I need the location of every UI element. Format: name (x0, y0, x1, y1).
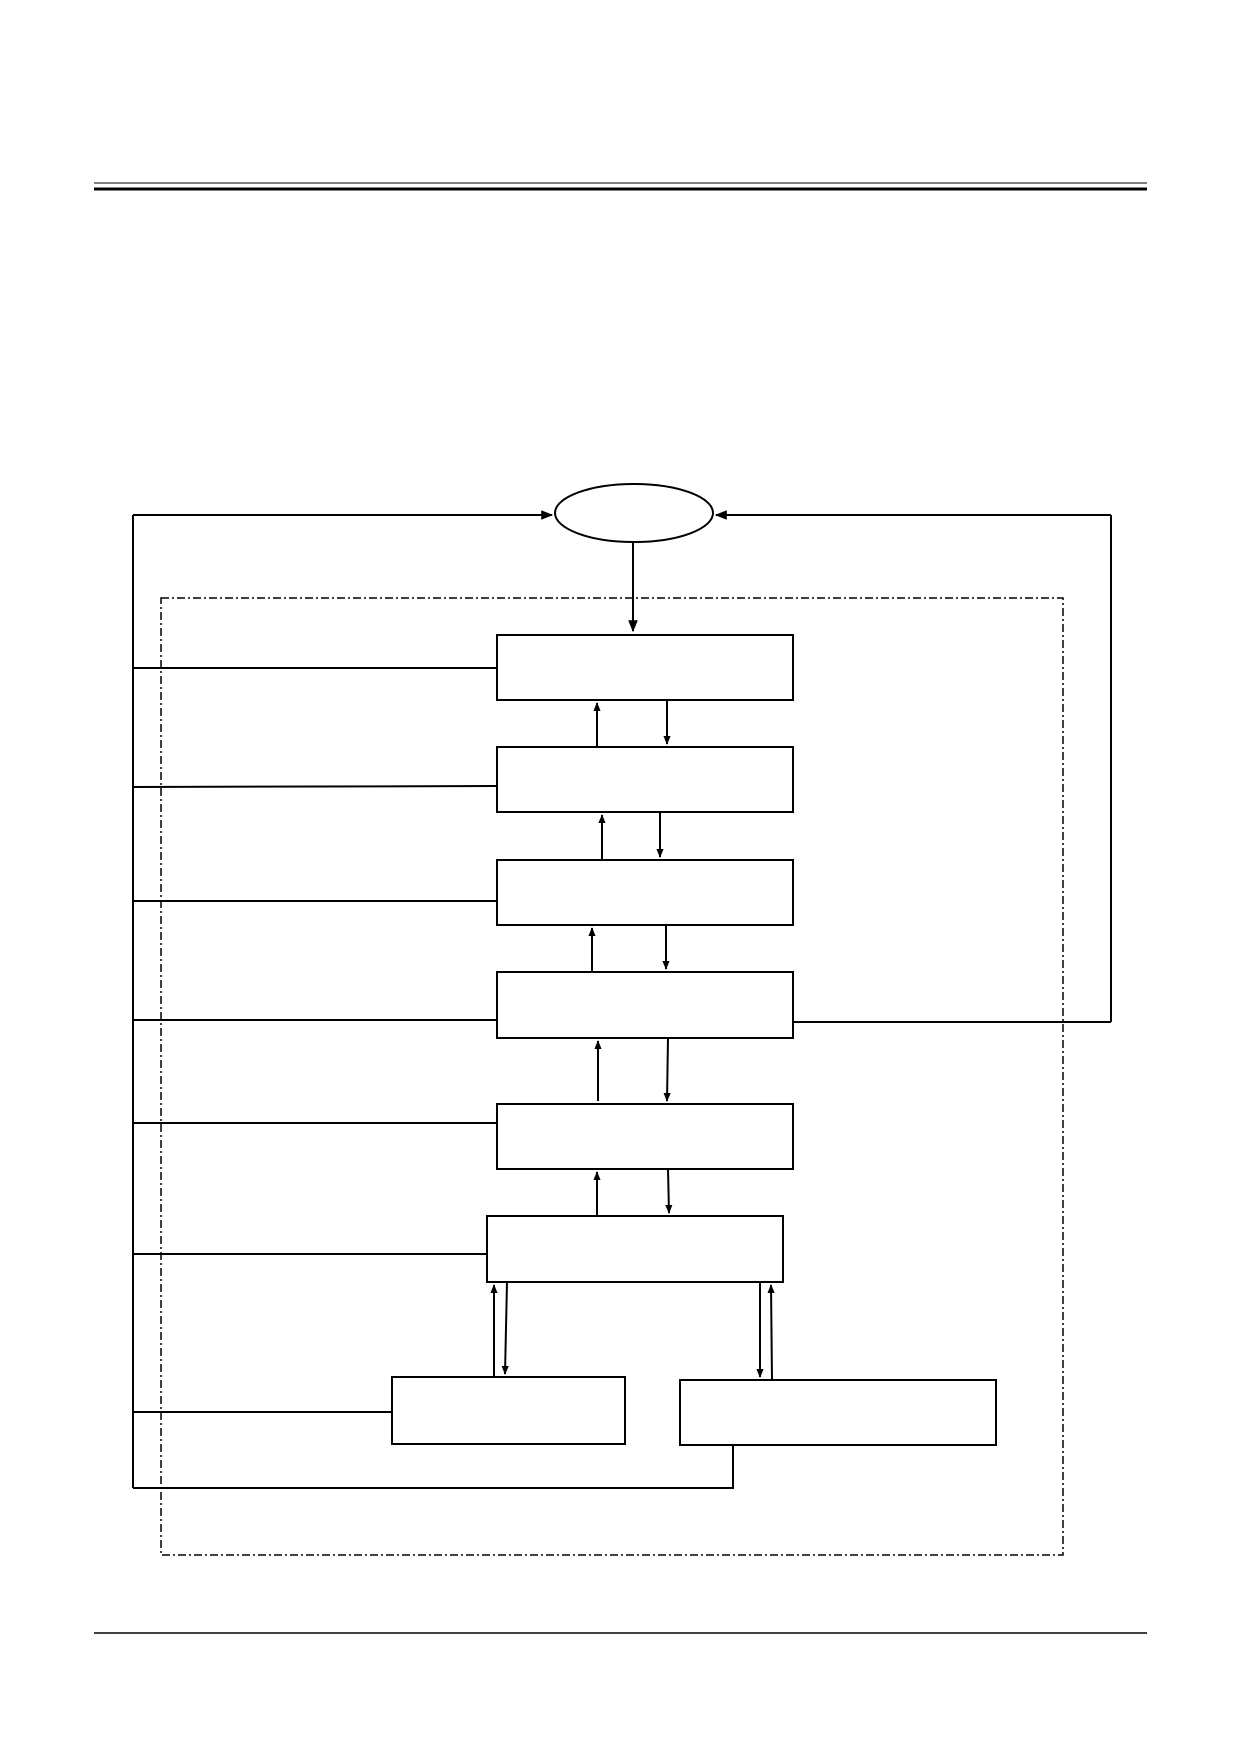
box-7-left (391, 1376, 626, 1445)
left-feedback-bus (132, 510, 734, 1489)
oval (554, 483, 714, 543)
box-6 (486, 1215, 784, 1283)
box-2 (496, 746, 794, 813)
right-feedback-loop (714, 510, 1112, 1023)
box-7-right (679, 1379, 997, 1446)
arrow-box-4-to-box-5 (663, 1037, 671, 1102)
box-1 (496, 634, 794, 701)
arrow-box-5-to-box-6 (665, 1168, 673, 1214)
box-4 (496, 971, 794, 1039)
vertical-arrows (490, 542, 775, 1381)
box-5 (496, 1103, 794, 1170)
arrow-box-7-right-to-box-6 (767, 1284, 775, 1381)
header-double-rule (94, 182, 1147, 191)
arrow-box-6-to-box-7-left (501, 1281, 509, 1375)
box-3 (496, 859, 794, 926)
dashed-boundary (160, 597, 1064, 1556)
